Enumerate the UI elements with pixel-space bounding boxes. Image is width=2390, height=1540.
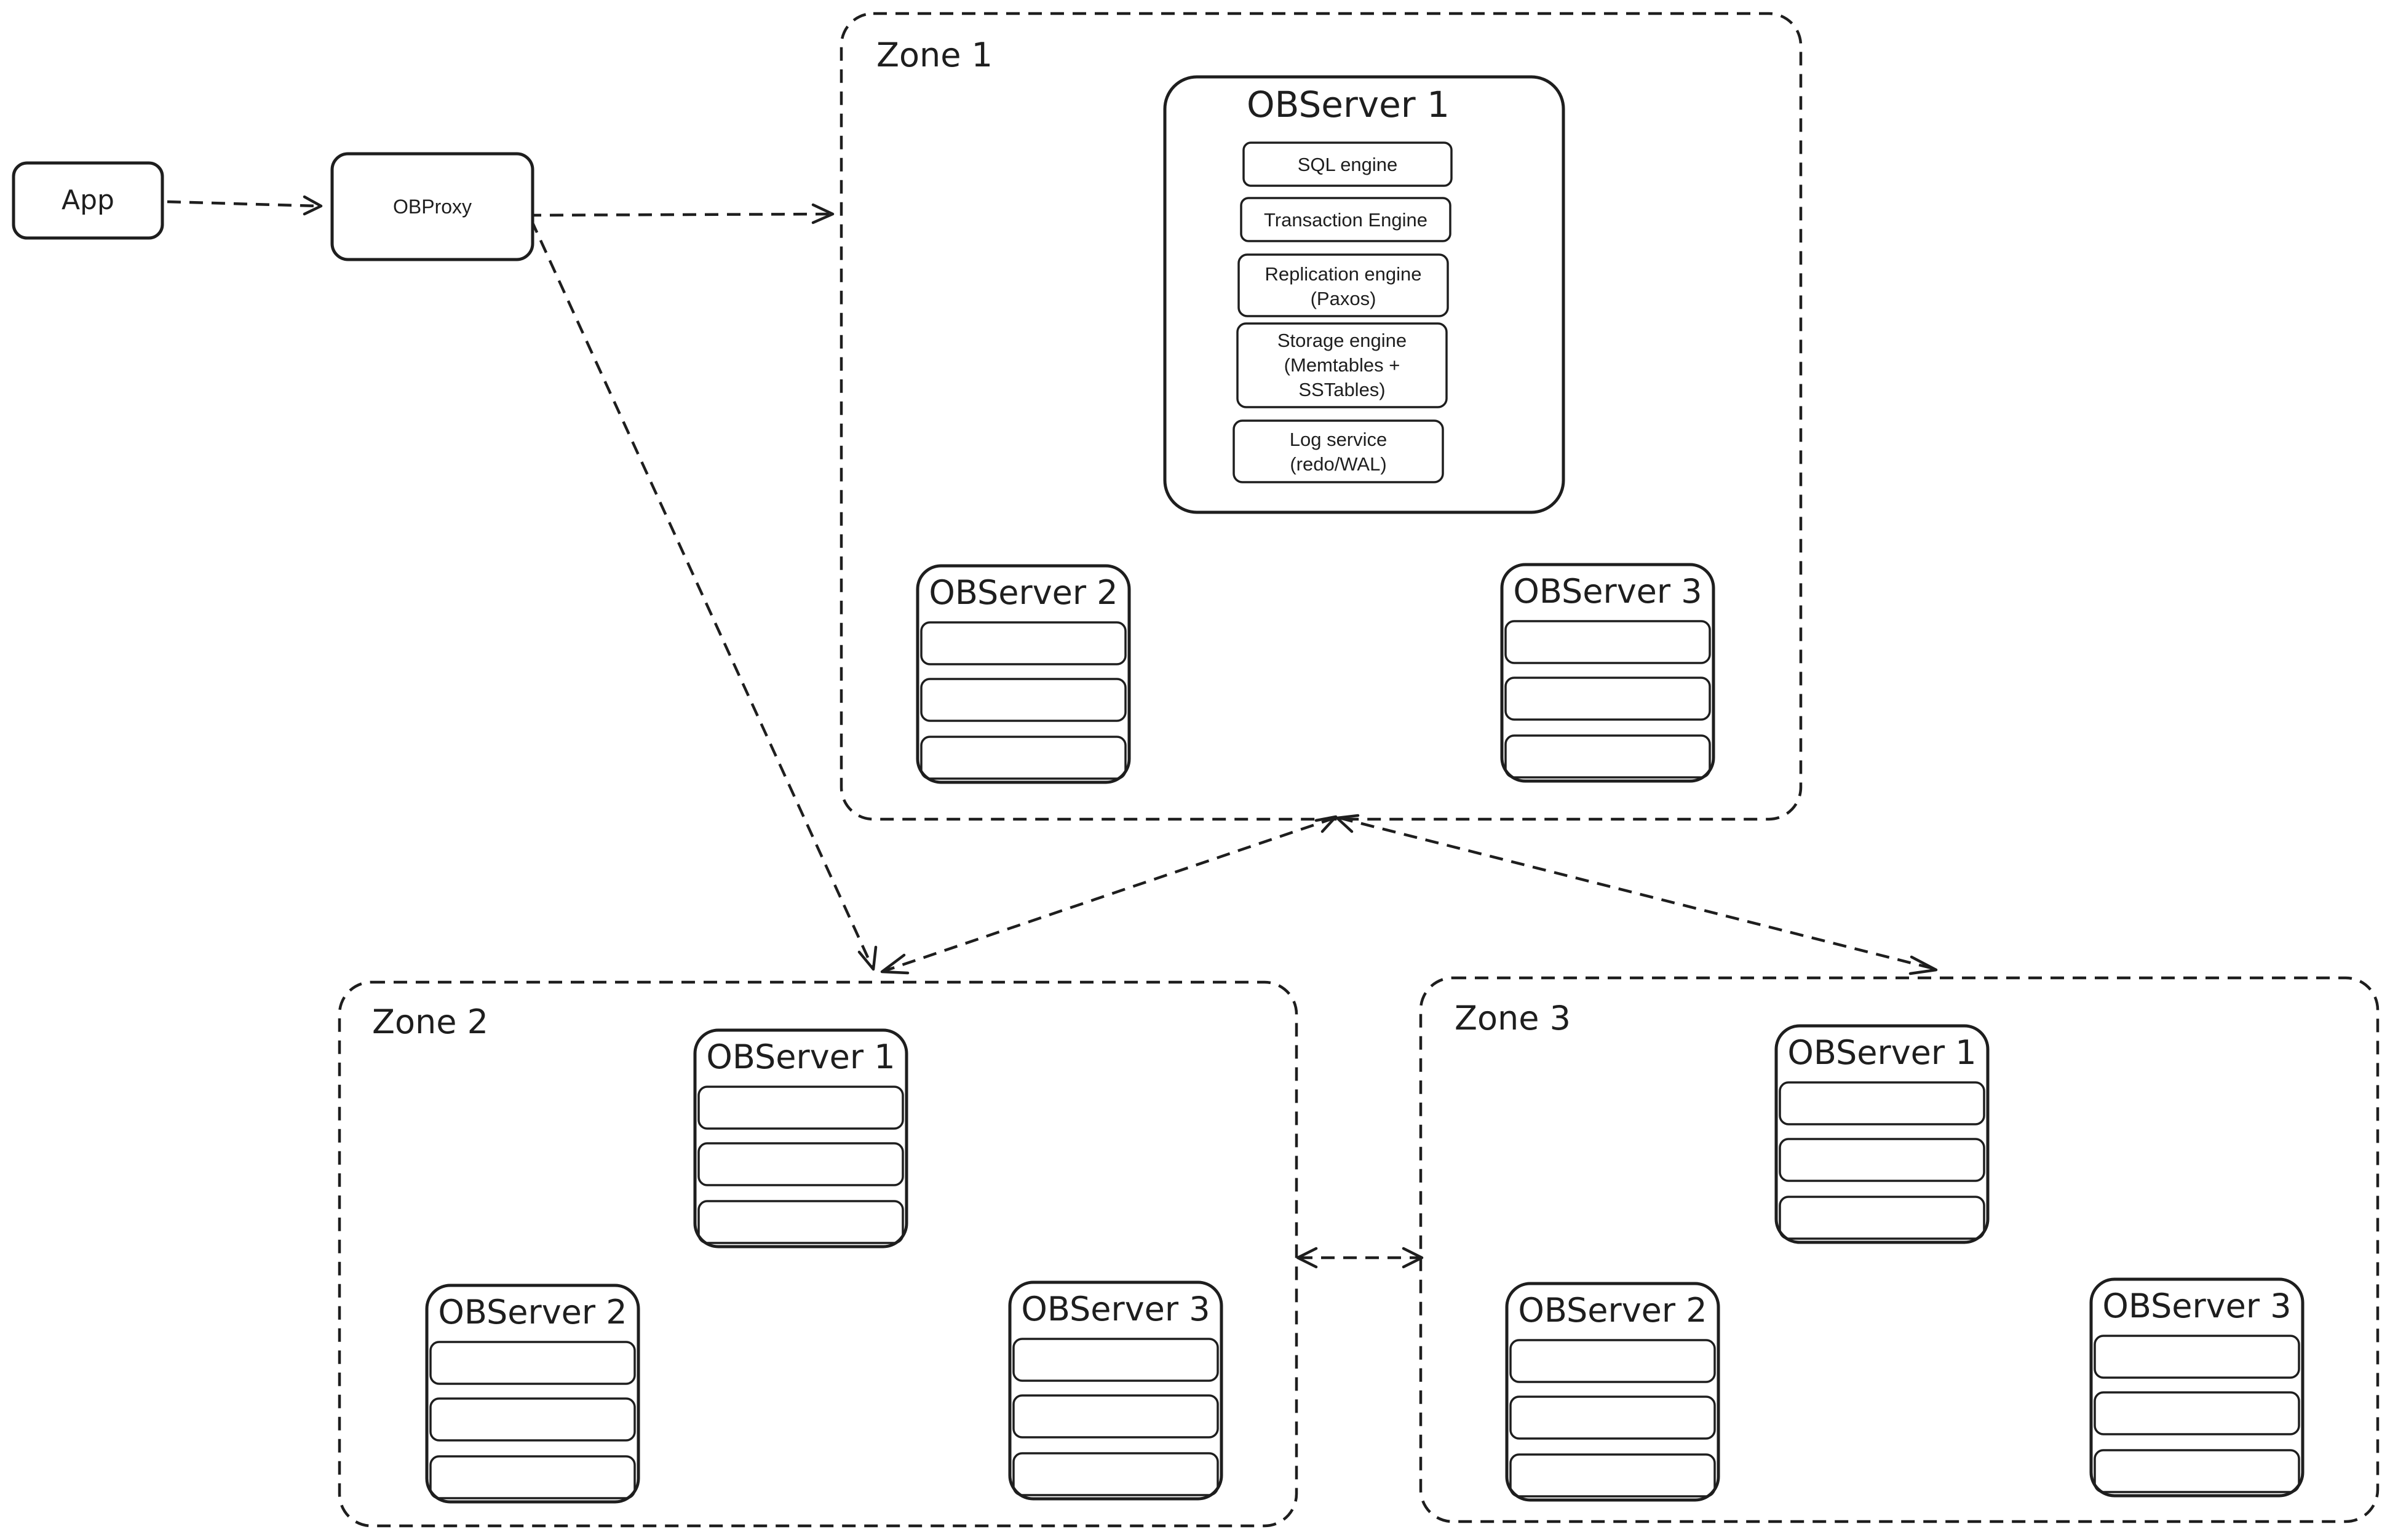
connector-proxy-zone2 [530, 220, 874, 967]
server-frame [2089, 1277, 2305, 1498]
app-label: App [62, 185, 114, 216]
server-module-slot [697, 1142, 904, 1186]
server-module-slot [697, 1200, 904, 1244]
server-module-slot [697, 1086, 904, 1130]
zone-2-server-3: OBServer 3 [1008, 1280, 1223, 1501]
module-storage-engine-line3: SSTables) [1298, 379, 1385, 400]
server-module-slot [429, 1455, 636, 1499]
server-module-slot [920, 621, 1127, 665]
server-label: OBServer 3 [1021, 1290, 1210, 1328]
server-frame [1505, 1282, 1720, 1502]
arrowhead-zone2-b [880, 953, 910, 975]
zone-1-server-2: OBServer 2 [916, 564, 1131, 784]
server-frame [693, 1028, 908, 1248]
arrowhead-zone1-b [1335, 814, 1360, 833]
module-replication-engine: Replication engine (Paxos) [1237, 253, 1449, 317]
server-module-slot [2094, 1449, 2300, 1493]
zone-3-server-3: OBServer 3 [2089, 1277, 2305, 1498]
server-module-slot [429, 1341, 636, 1385]
connector-zone1-zone3 [1339, 816, 1934, 970]
zone-1-server-3: OBServer 3 [1500, 563, 1715, 783]
server-frame [425, 1284, 640, 1504]
server-frame [1500, 563, 1715, 783]
module-log-service-line2: (redo/WAL) [1290, 453, 1386, 475]
connector-proxy-zone1 [527, 212, 831, 217]
module-transaction-engine-label: Transaction Engine [1264, 209, 1427, 231]
module-replication-engine-line2: (Paxos) [1311, 288, 1376, 309]
server-label: OBServer 3 [1513, 572, 1702, 611]
proxy-label: OBProxy [393, 196, 472, 218]
module-sql-engine-label: SQL engine [1298, 154, 1398, 175]
zone-1-server-1-label: OBServer 1 [1247, 84, 1450, 125]
proxy-node: OBProxy [330, 152, 534, 261]
zone-2-server-1: OBServer 1 [693, 1028, 908, 1248]
server-label: OBServer 2 [1518, 1291, 1707, 1330]
collapsed-servers: OBServer 2 OBServer 3 OBServer 1 OBServer 2… [425, 563, 2305, 1504]
module-storage-engine-line2: (Memtables + [1284, 354, 1400, 376]
server-module-slot [1779, 1196, 1985, 1240]
server-module-slot [1012, 1452, 1219, 1496]
server-module-slot [1779, 1081, 1985, 1125]
zone-1: Zone 1 [840, 12, 1803, 821]
zone-3-server-2: OBServer 2 [1505, 1282, 1720, 1502]
server-module-slot [920, 736, 1127, 780]
server-frame [1774, 1024, 1990, 1244]
module-transaction-engine: Transaction Engine [1240, 197, 1451, 242]
module-storage-engine-line1: Storage engine [1277, 330, 1407, 351]
server-module-slot [1012, 1394, 1219, 1439]
app-node: App [12, 161, 164, 240]
server-module-slot [429, 1397, 636, 1442]
server-module-slot [1504, 677, 1711, 721]
zone-3-label: Zone 3 [1455, 999, 1571, 1038]
arrowhead-zone1-a [1314, 815, 1338, 833]
zone-2-label: Zone 2 [372, 1002, 488, 1041]
server-label: OBServer 1 [706, 1038, 895, 1076]
server-label: OBServer 2 [438, 1293, 627, 1332]
arrowhead-proxy [303, 195, 323, 216]
module-log-service-line1: Log service [1290, 429, 1388, 450]
server-module-slot [1509, 1453, 1716, 1498]
arrowhead-zone2 [857, 945, 878, 971]
server-module-slot [1779, 1138, 1985, 1182]
server-module-slot [1012, 1338, 1219, 1382]
server-label: OBServer 2 [929, 573, 1118, 612]
server-module-slot [1504, 620, 1711, 664]
arrowhead-zone3 [1908, 955, 1938, 975]
connector-app-proxy [167, 200, 319, 208]
module-storage-engine: Storage engine (Memtables + SSTables) [1236, 322, 1448, 408]
server-module-slot [2094, 1335, 2300, 1379]
module-replication-engine-line1: Replication engine [1264, 263, 1421, 285]
server-label: OBServer 3 [2102, 1287, 2291, 1325]
server-frame [916, 564, 1131, 784]
server-module-slot [1509, 1339, 1716, 1383]
zone-1-label: Zone 1 [876, 36, 993, 74]
zone-3: Zone 3 [1419, 976, 2380, 1523]
server-frame [1008, 1280, 1223, 1501]
server-label: OBServer 1 [1787, 1033, 1976, 1072]
zone-2-server-2: OBServer 2 [425, 1284, 640, 1504]
server-module-slot [1504, 734, 1711, 779]
zone-2: Zone 2 [338, 980, 1298, 1528]
server-module-slot [2094, 1391, 2300, 1435]
zone-3-server-1: OBServer 1 [1774, 1024, 1990, 1244]
zone-1-server-1-expanded: OBServer 1 SQL engine Transaction Engine… [1163, 75, 1565, 514]
server-module-slot [920, 678, 1127, 722]
module-sql-engine: SQL engine [1242, 141, 1453, 187]
connectors [167, 195, 1938, 1269]
server-module-slot [1509, 1395, 1716, 1440]
arrowhead-zone1 [811, 203, 835, 224]
connector-zone1-zone2 [885, 816, 1335, 972]
module-log-service: Log service (redo/WAL) [1233, 419, 1444, 483]
